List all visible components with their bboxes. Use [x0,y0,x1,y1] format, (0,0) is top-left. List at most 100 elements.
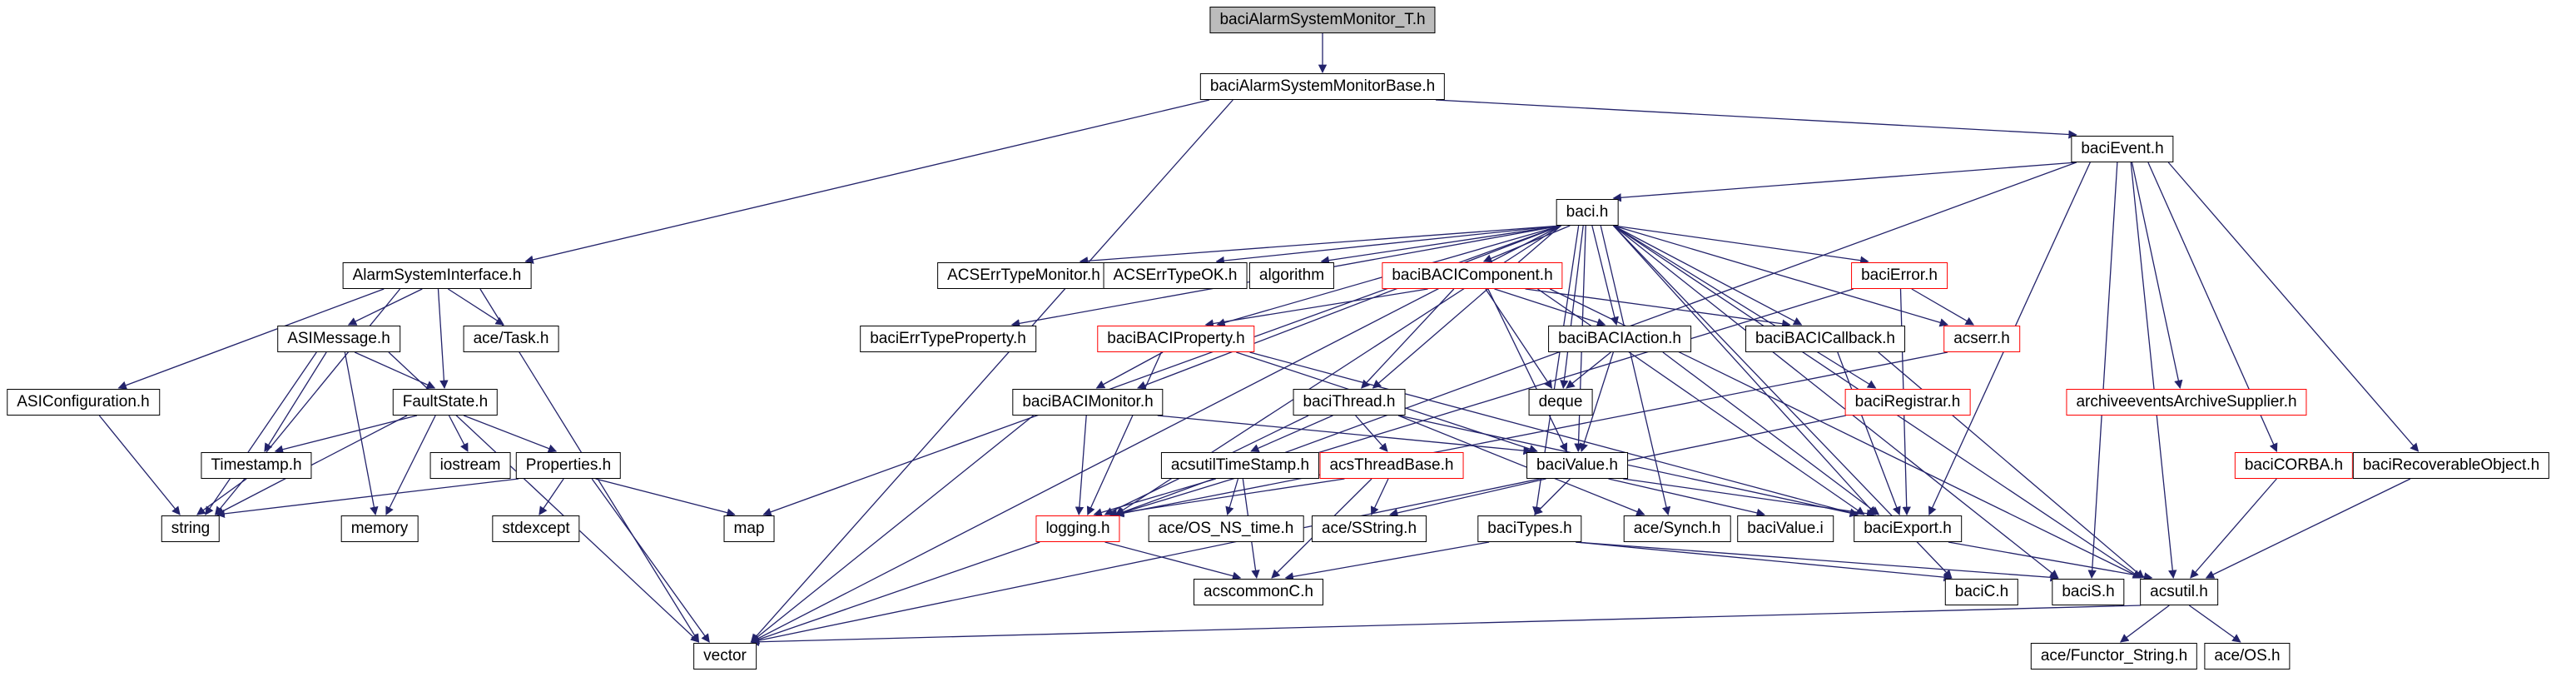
include-edge [2167,162,2420,452]
include-edge [264,351,327,452]
node-bacivalue-i[interactable]: baciValue.i [1737,515,1834,542]
include-edge [1613,225,1803,326]
include-edge [1095,351,1164,389]
include-edge [1600,225,1671,516]
include-edge [1613,225,1877,515]
node-bacibaciproperty-h[interactable]: baciBACIProperty.h [1097,326,1255,352]
include-edge [750,225,1561,643]
include-edge [1580,351,1614,452]
node-bacitypes-h[interactable]: baciTypes.h [1477,515,1582,542]
include-edge [1320,225,1561,265]
include-edge [524,99,1210,264]
node-asiconfiguration-h[interactable]: ASIConfiguration.h [7,389,160,416]
node-ace-os-ns-time-h[interactable]: ace/OS_NS_time.h [1148,515,1304,542]
node-ace-os-h[interactable]: ace/OS.h [2204,643,2291,670]
include-edge [750,605,2142,646]
include-edge [750,99,1233,643]
include-edge [1608,478,1766,517]
include-edge [539,478,564,515]
node-bacierror-h[interactable]: baciError.h [1851,262,1948,289]
node-deque[interactable]: deque [1528,389,1593,416]
node-memory[interactable]: memory [340,515,419,542]
include-edge [1079,225,1561,266]
include-edge [1372,225,1561,389]
node-stdexcept[interactable]: stdexcept [492,515,580,542]
include-edge [1215,225,1561,266]
include-edge [1204,288,1428,328]
include-edge [216,478,519,519]
node-baciexport-h[interactable]: baciExport.h [1854,515,1962,542]
node-acserrtypeok-h[interactable]: ACSErrTypeOK.h [1103,262,1248,289]
include-edge [1613,225,1877,389]
include-edge [1284,541,1490,581]
include-edge [2131,162,2183,390]
node-archiveeventsarchivesupplier-h[interactable]: archiveeventsArchiveSupplier.h [2066,389,2307,416]
include-edge [1948,541,2153,581]
node-acsutil-h[interactable]: acsutil.h [2140,579,2218,605]
include-edge [1533,478,1571,515]
include-edge [1397,415,1645,516]
include-edge [1623,478,1876,518]
include-edge [1249,351,1859,517]
include-edge [1560,225,1584,390]
include-edge [274,415,418,454]
node-acsutiltimestamp-h[interactable]: acsutilTimeStamp.h [1160,452,1320,479]
node-bacic-h[interactable]: baciC.h [1944,579,2019,605]
node-string[interactable]: string [161,515,221,542]
include-edge [196,478,247,515]
node-acserrtypemonitor-h[interactable]: ACSErrTypeMonitor.h [937,262,1110,289]
node-bacis-h[interactable]: baciS.h [2052,579,2125,605]
node-bacibacicallback-h[interactable]: baciBACICallback.h [1745,326,1905,352]
node-ace-sstring-h[interactable]: ace/SString.h [1311,515,1427,542]
node-asimessage-h[interactable]: ASIMessage.h [277,326,400,352]
include-edge [1662,351,1880,515]
node-bacicorba-h[interactable]: baciCORBA.h [2234,452,2354,479]
node-alarmsysteminterface-h[interactable]: AlarmSystemInterface.h [342,262,532,289]
include-edge [1093,478,1216,517]
node-iostream[interactable]: iostream [429,452,511,479]
include-edge [1075,415,1087,516]
include-edge [1388,478,1546,517]
node-bacialarmsystemmonitorbase-h[interactable]: baciAlarmSystemMonitorBase.h [1199,73,1446,100]
include-edge [1591,225,1619,326]
include-edge [750,415,1035,643]
node-acscommonc-h[interactable]: acscommonC.h [1194,579,1323,605]
node-properties-h[interactable]: Properties.h [515,452,622,479]
node-map[interactable]: map [723,515,775,542]
include-edge [1435,99,2077,139]
node-algorithm[interactable]: algorithm [1248,262,1335,289]
node-acserr-h[interactable]: acserr.h [1943,326,2020,352]
node-faultstate-h[interactable]: FaultState.h [392,389,499,416]
include-edge [1114,351,1948,518]
node-bacivalue-h[interactable]: baciValue.h [1526,452,1628,479]
include-edge [595,478,736,517]
node-bacierrtypeproperty-h[interactable]: baciErrTypeProperty.h [860,326,1036,352]
include-edge [1612,162,2077,202]
include-edge [117,288,385,390]
node-baci-h[interactable]: baci.h [1556,199,1619,226]
include-edge [2205,478,2411,579]
node-ace-functor-string-h[interactable]: ace/Functor_String.h [2030,643,2198,670]
node-bacirecoverableobject-h[interactable]: baciRecoverableObject.h [2352,452,2550,479]
include-edge [1576,541,1953,582]
include-edge [344,351,379,516]
node-baciregistrar-h[interactable]: baciRegistrar.h [1844,389,1971,416]
node-bacibacimonitor-h[interactable]: baciBACIMonitor.h [1012,389,1164,416]
node-logging-h[interactable]: logging.h [1035,515,1120,542]
node-bacibacicomponent-h[interactable]: baciBACIComponent.h [1382,262,1563,289]
node-ace-synch-h[interactable]: ace/Synch.h [1623,515,1731,542]
include-edge [2188,605,2241,643]
node-bacithread-h[interactable]: baciThread.h [1293,389,1406,416]
include-edge [591,478,710,643]
node-bacievent-h[interactable]: baciEvent.h [2071,136,2174,162]
include-edge [1361,288,1455,389]
node-bacialarmsystemmonitor-t-h[interactable]: baciAlarmSystemMonitor_T.h [1209,7,1436,33]
node-timestamp-h[interactable]: Timestamp.h [201,452,312,479]
include-edge [448,415,469,452]
node-acsthreadbase-h[interactable]: acsThreadBase.h [1319,452,1464,479]
node-vector[interactable]: vector [693,643,757,670]
include-edge [2119,605,2170,643]
include-edge [385,415,436,515]
node-ace-task-h[interactable]: ace/Task.h [463,326,559,352]
node-bacibaciaction-h[interactable]: baciBACIAction.h [1548,326,1691,352]
